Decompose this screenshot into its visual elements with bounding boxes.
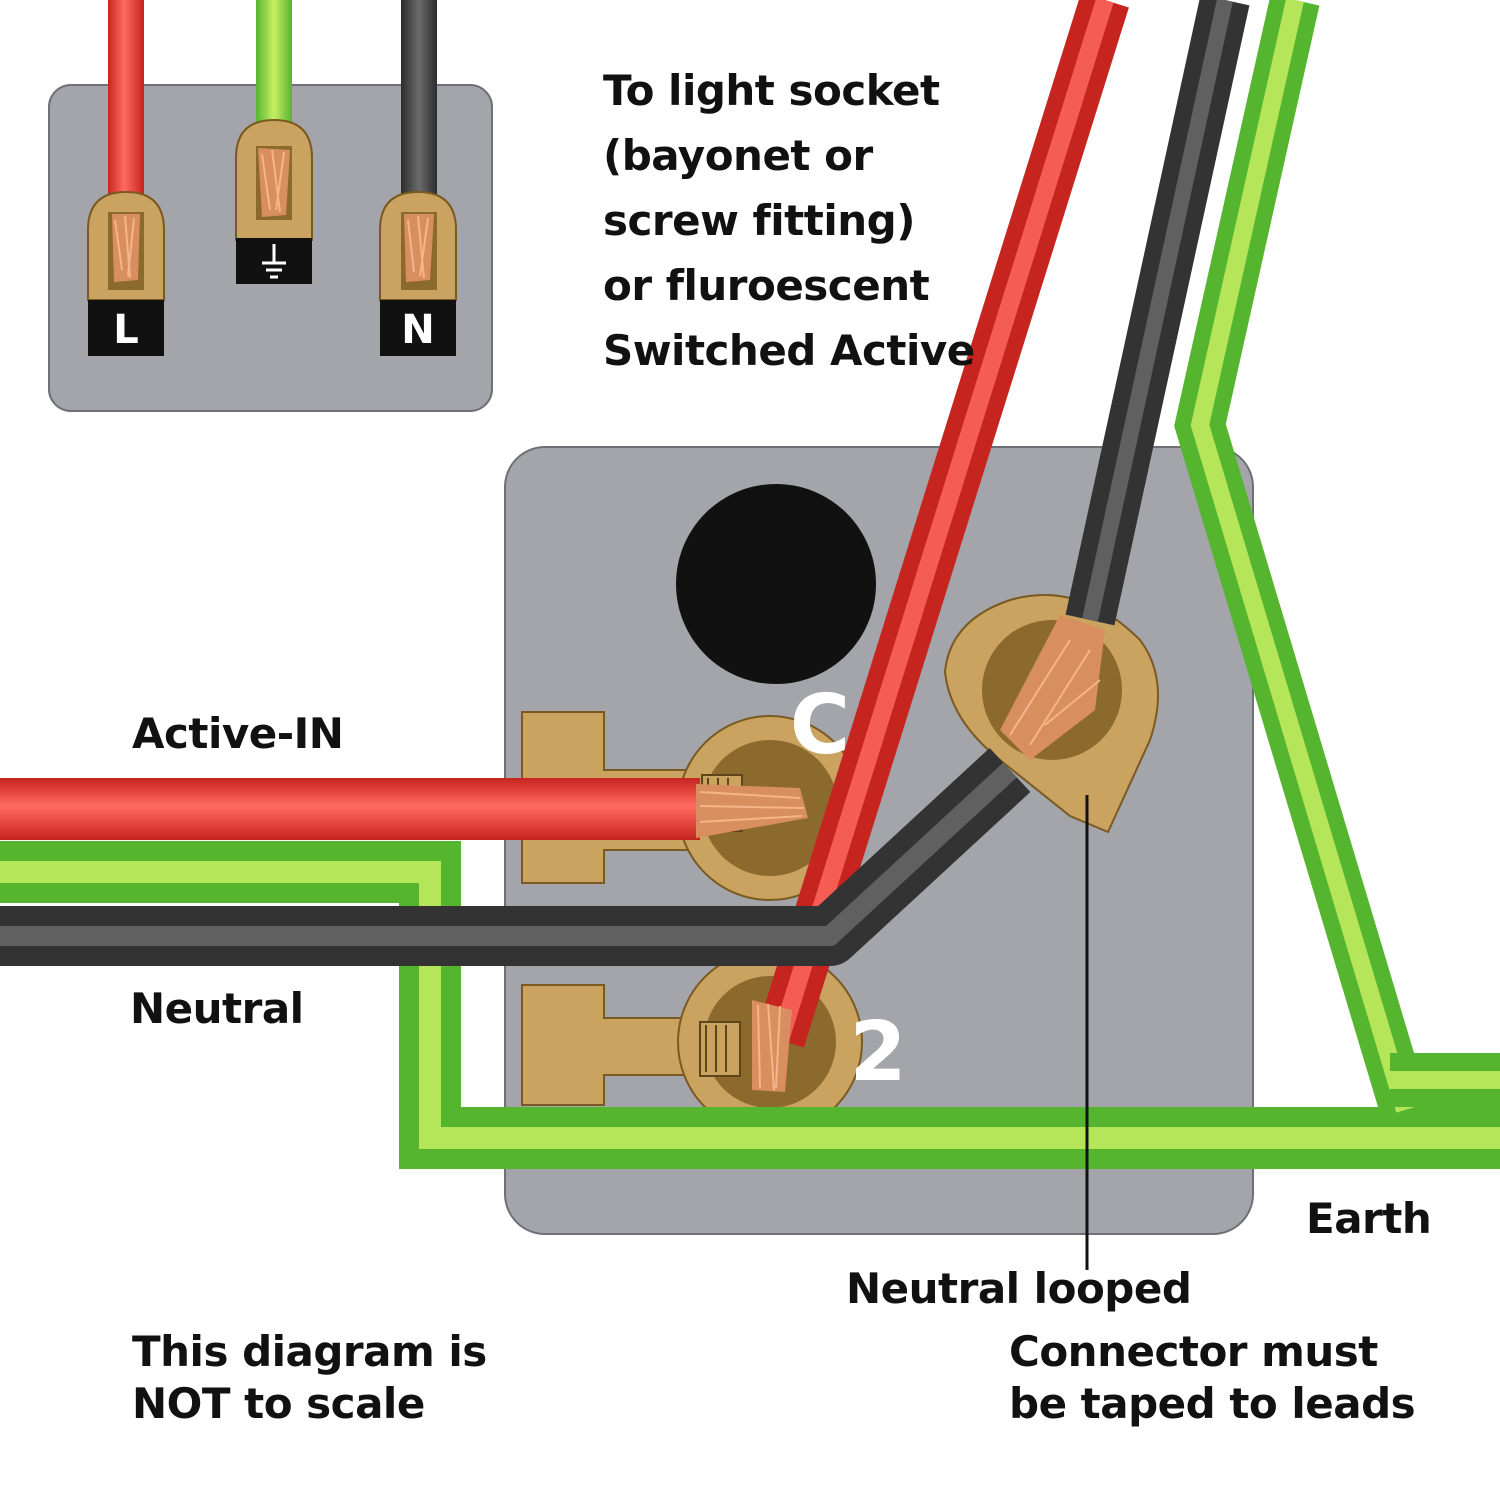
connector-note-line: be taped to leads [1009, 1379, 1416, 1428]
connector-note-line: Connector must [1009, 1327, 1378, 1376]
active-in-wire [0, 778, 700, 840]
mounting-hole [676, 484, 876, 684]
socket-label-line: (bayonet or [603, 131, 873, 180]
socket-terminal-live: L [87, 190, 165, 356]
earth-label: Earth [1306, 1194, 1432, 1243]
terminal-label-l: L [113, 307, 139, 353]
earth-symbol-icon [262, 244, 286, 279]
terminal-label-n: N [401, 307, 434, 353]
active-in-label: Active-IN [132, 709, 344, 758]
earth-wires [0, 0, 1500, 1169]
socket-terminal-earth [235, 118, 313, 284]
terminal-label-2: 2 [849, 1005, 906, 1100]
socket-label-line: screw fitting) [603, 196, 915, 245]
terminal-label-c: C [790, 678, 850, 773]
socket-label-line: or fluroescent [603, 261, 930, 310]
scale-note: This diagram is NOT to scale [132, 1326, 487, 1430]
connector-note: Connector must be taped to leads [1009, 1326, 1416, 1430]
switched-active-strands [752, 1000, 792, 1092]
socket-label-line: To light socket [603, 66, 940, 115]
active-wires [0, 0, 1129, 1092]
neutral-strands [1000, 615, 1105, 760]
neutral-wires [0, 0, 1250, 966]
scale-note-line: This diagram is [132, 1327, 487, 1376]
socket-label: To light socket (bayonet or screw fittin… [603, 58, 975, 383]
neutral-looped-label: Neutral looped [846, 1264, 1192, 1313]
socket-terminal-block: L N [48, 0, 493, 412]
socket-active-wire [108, 0, 144, 215]
socket-neutral-wire [401, 0, 437, 215]
socket-terminal-neutral: N [379, 190, 457, 356]
neutral-label: Neutral [130, 984, 304, 1033]
scale-note-line: NOT to scale [132, 1379, 425, 1428]
socket-label-line: Switched Active [603, 326, 975, 375]
